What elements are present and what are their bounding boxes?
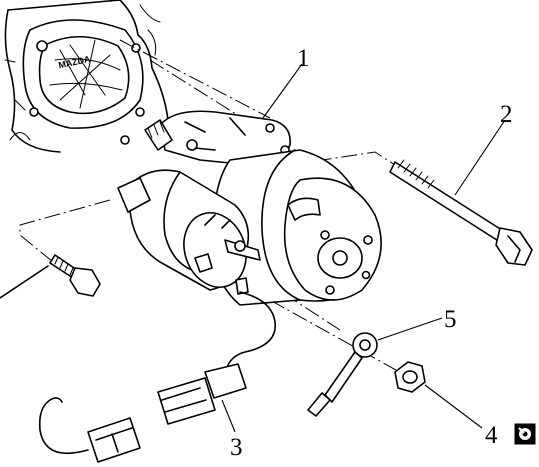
ring-terminal-cable <box>307 332 378 417</box>
callout-3: 3 <box>230 434 243 461</box>
callout-5: 5 <box>444 306 457 333</box>
starter-motor <box>117 110 382 306</box>
callout-4: 4 <box>485 422 498 449</box>
wiring-harness <box>38 291 276 463</box>
leader-lines <box>221 63 506 433</box>
mounting-bolt-small <box>0 254 101 299</box>
wrench-badge-icon <box>514 423 536 445</box>
through-bolt <box>389 159 533 266</box>
callout-1: 1 <box>297 45 310 72</box>
callout-2: 2 <box>500 101 513 128</box>
engraving-text: MAZDA <box>57 54 91 71</box>
transmission-housing: MAZDA <box>4 0 169 153</box>
callouts: 1 2 3 4 5 <box>230 45 513 461</box>
terminal-nut <box>394 361 426 393</box>
